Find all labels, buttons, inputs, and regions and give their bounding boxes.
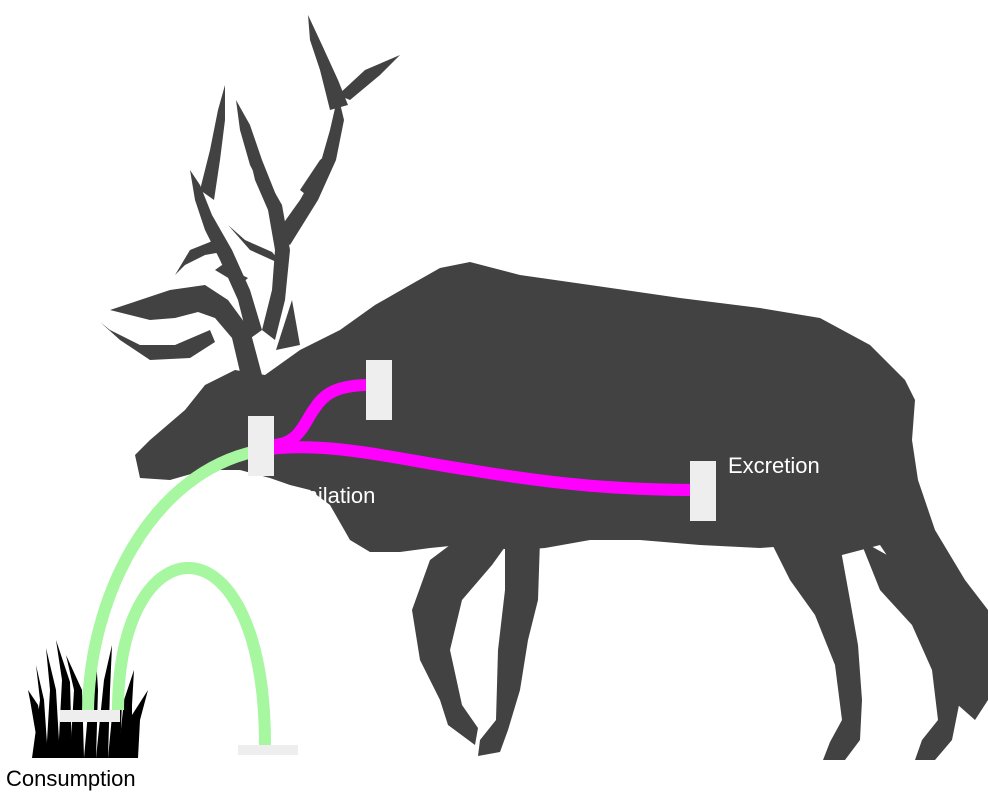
excretion-node xyxy=(690,461,716,521)
assimilation-node xyxy=(248,416,274,476)
consumption-flow-path xyxy=(82,444,264,716)
respiration-flow-path xyxy=(271,378,379,451)
respiration-node xyxy=(366,360,392,420)
assimilation-label: Assimilation xyxy=(258,483,376,508)
unconsumed-flow-path xyxy=(112,562,271,746)
nodes xyxy=(60,360,716,755)
excretion-label: Excretion xyxy=(728,453,820,478)
consumption-label: Consumption xyxy=(6,766,136,791)
unconsumed-node xyxy=(238,745,298,755)
flow-paths xyxy=(82,378,704,746)
excretion-flow-path xyxy=(261,441,704,496)
elk-silhouette-icon xyxy=(100,15,988,760)
consumption-node xyxy=(60,710,120,722)
